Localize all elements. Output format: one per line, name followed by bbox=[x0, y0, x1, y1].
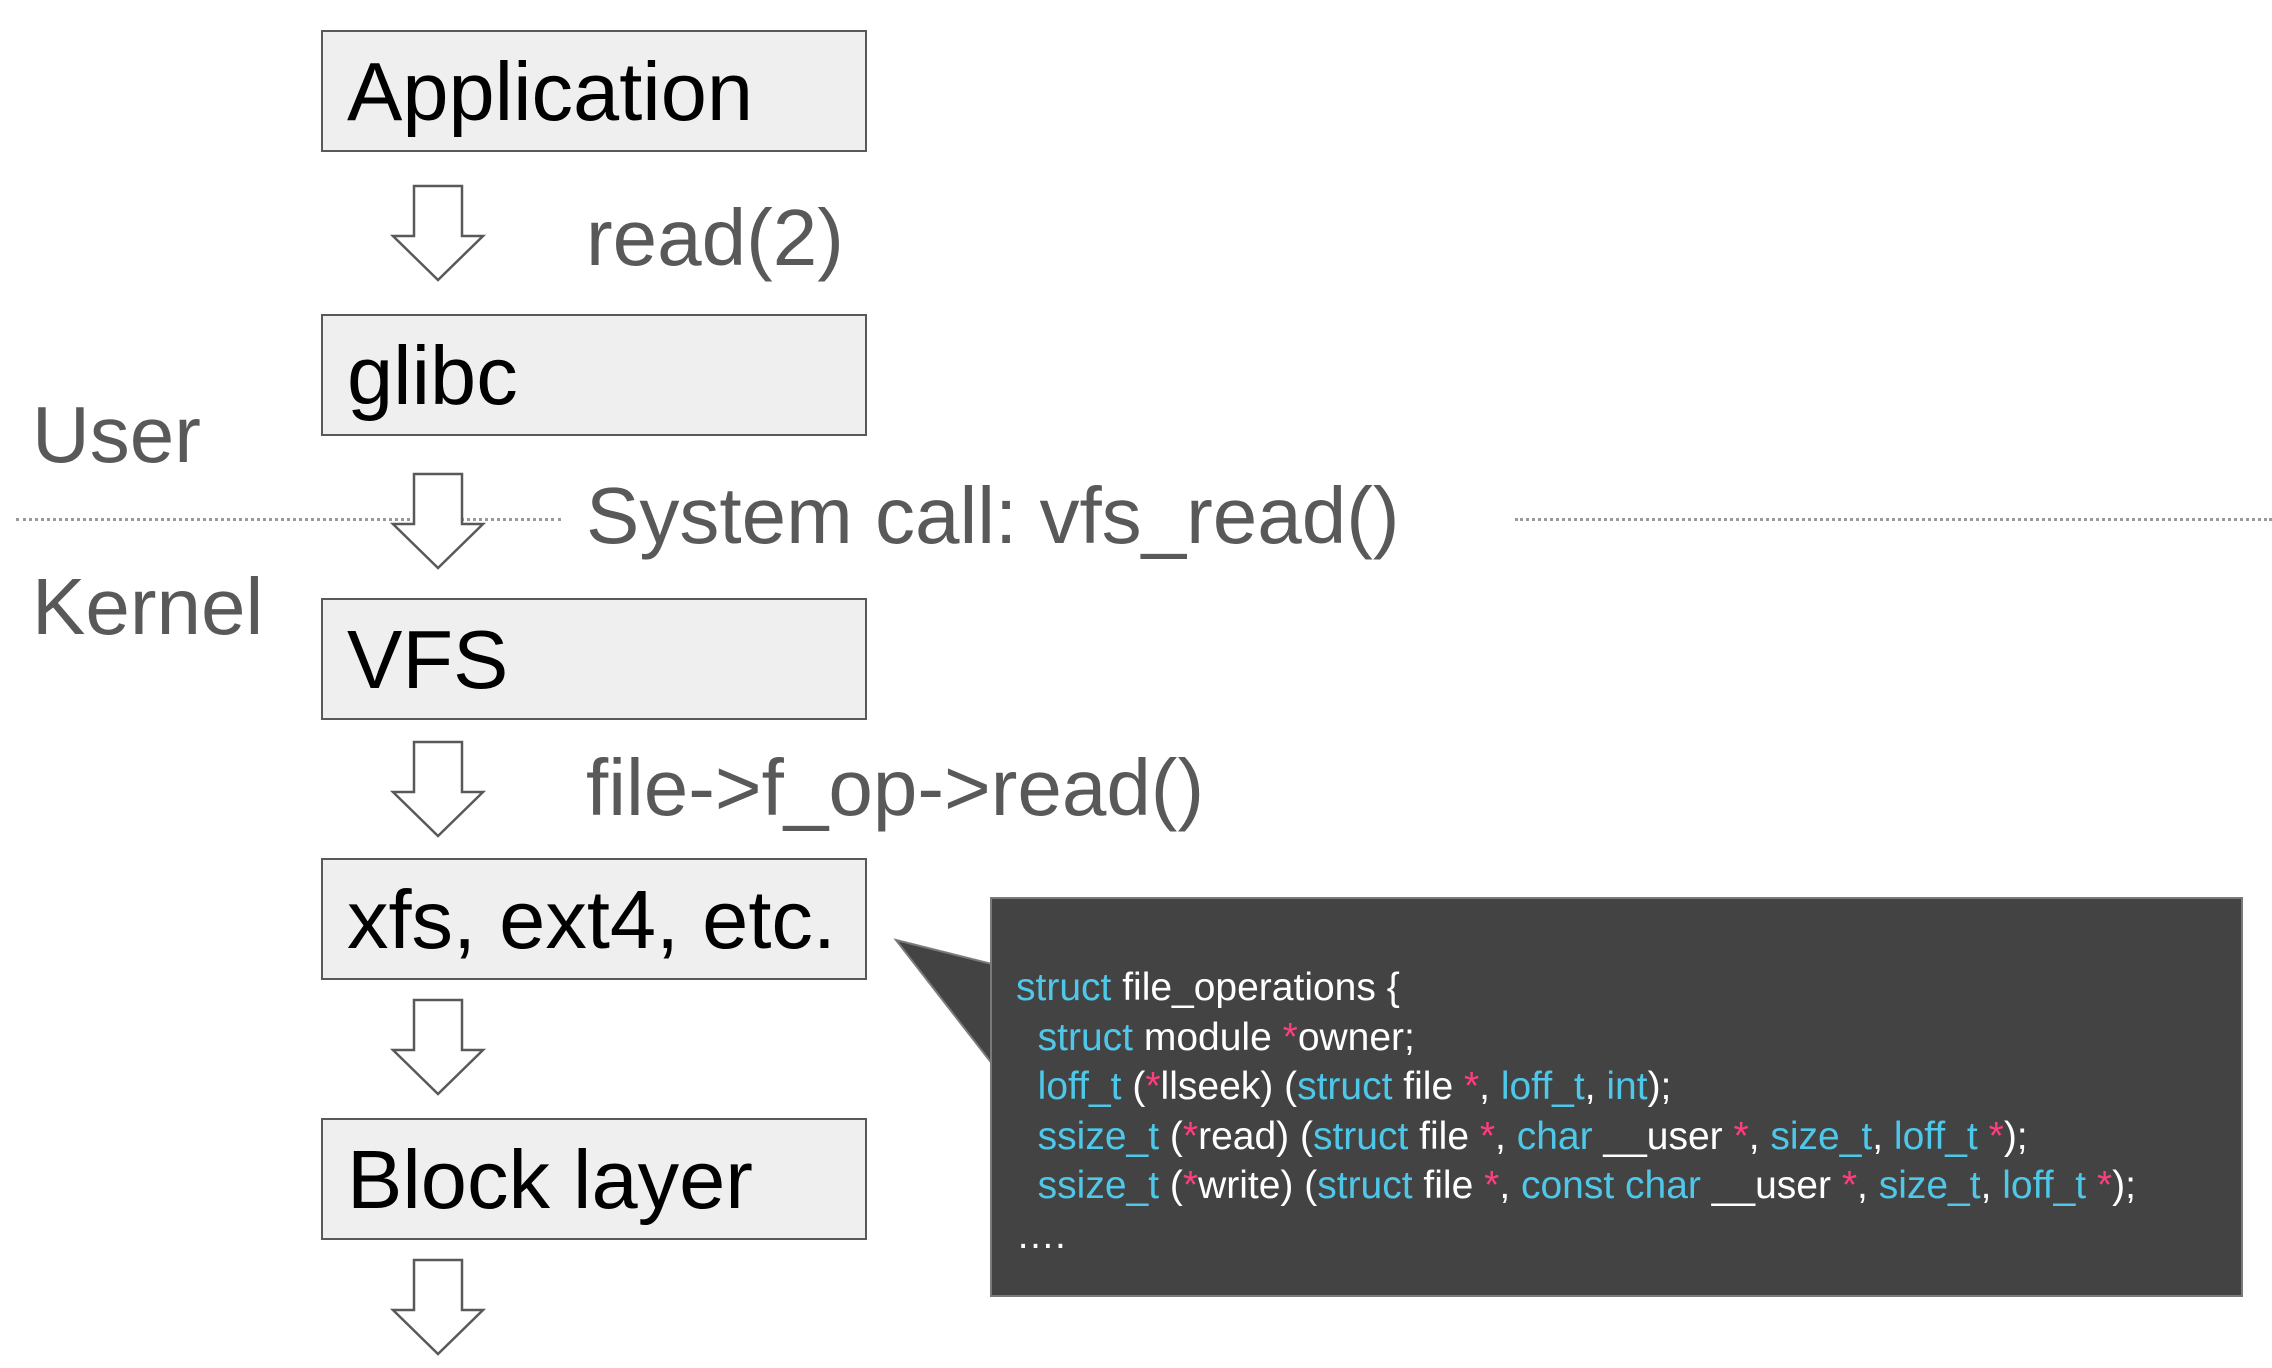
code-keyword: loff_t bbox=[1037, 1065, 1122, 1108]
code-text: __user bbox=[1592, 1114, 1734, 1158]
application-layer-box: Application bbox=[321, 30, 867, 152]
code-pointer-star: * bbox=[1841, 1164, 1858, 1207]
code-line: …. bbox=[1016, 1211, 2241, 1261]
code-text: , bbox=[1872, 1114, 1894, 1158]
glibc-layer-box: glibc bbox=[321, 314, 867, 436]
code-text: file_operations { bbox=[1111, 966, 1400, 1009]
code-keyword: loff_t bbox=[1893, 1114, 1978, 1158]
code-keyword: size_t bbox=[1878, 1164, 1981, 1207]
code-keyword: char bbox=[1516, 1114, 1593, 1158]
arrow-down-icon bbox=[388, 184, 488, 284]
code-pointer-star: * bbox=[1988, 1114, 2004, 1158]
filesystem-layer-label: xfs, ext4, etc. bbox=[347, 872, 836, 966]
code-line: loff_t (*llseek) (struct file *, loff_t,… bbox=[1016, 1062, 2241, 1112]
code-keyword: loff_t bbox=[1500, 1065, 1585, 1108]
code-pointer-star: * bbox=[1463, 1065, 1480, 1108]
code-pointer-star: * bbox=[1182, 1164, 1199, 1207]
code-keyword: ssize_t bbox=[1037, 1164, 1160, 1207]
code-text: , bbox=[1748, 1114, 1771, 1158]
filesystem-layer-box: xfs, ext4, etc. bbox=[321, 858, 867, 980]
vfs-layer-box: VFS bbox=[321, 598, 867, 720]
code-text: , bbox=[1479, 1065, 1501, 1108]
code-text: , bbox=[1980, 1164, 2003, 1207]
code-line: ssize_t (*write) (struct file *, const c… bbox=[1016, 1161, 2241, 1211]
file-operations-code-panel: struct file_operations { struct module *… bbox=[990, 897, 2243, 1297]
vfs-layer-label: VFS bbox=[347, 612, 509, 706]
code-keyword: struct bbox=[1037, 1015, 1134, 1059]
code-text: , bbox=[1495, 1114, 1517, 1158]
code-text: read) ( bbox=[1198, 1114, 1313, 1158]
arrow-down-icon bbox=[388, 1258, 488, 1358]
code-text: llseek) ( bbox=[1160, 1065, 1298, 1108]
arrow-down-icon bbox=[388, 472, 488, 572]
code-text: write) ( bbox=[1198, 1164, 1318, 1207]
code-keyword: struct bbox=[1297, 1065, 1393, 1108]
code-text bbox=[1016, 1115, 1038, 1158]
code-pointer-star: * bbox=[1484, 1164, 1500, 1207]
syscall-label: System call: vfs_read() bbox=[586, 476, 1410, 556]
code-line: struct module *owner; bbox=[1016, 1013, 2241, 1063]
code-pointer-star: * bbox=[1733, 1114, 1749, 1158]
code-keyword: ssize_t bbox=[1037, 1114, 1160, 1158]
fop-read-label: file->f_op->read() bbox=[586, 743, 1205, 832]
code-pointer-star: * bbox=[2096, 1164, 2113, 1207]
application-layer-label: Application bbox=[347, 44, 754, 138]
code-text bbox=[1978, 1115, 1989, 1158]
arrow-down-icon bbox=[388, 740, 488, 840]
code-text: ( bbox=[1121, 1065, 1146, 1108]
code-line: struct file_operations { bbox=[1016, 963, 2241, 1013]
code-text: , bbox=[1584, 1065, 1607, 1108]
code-text: ); bbox=[1647, 1065, 1672, 1108]
code-text: ( bbox=[1159, 1114, 1183, 1158]
code-pointer-star: * bbox=[1182, 1114, 1199, 1158]
user-kernel-divider-right bbox=[1515, 518, 2272, 521]
code-text: ); bbox=[2003, 1114, 2028, 1158]
code-text: ( bbox=[1159, 1164, 1183, 1207]
code-line: ssize_t (*read) (struct file *, char __u… bbox=[1016, 1112, 2241, 1162]
code-text: , bbox=[1499, 1164, 1521, 1207]
code-text: …. bbox=[1016, 1213, 1066, 1257]
code-text: __user bbox=[1700, 1164, 1842, 1207]
read-call-label: read(2) bbox=[586, 193, 844, 282]
glibc-layer-label: glibc bbox=[347, 328, 518, 422]
code-text: ); bbox=[2112, 1164, 2136, 1207]
code-text: owner; bbox=[1297, 1015, 1415, 1059]
code-pointer-star: * bbox=[1479, 1114, 1496, 1158]
code-text bbox=[1016, 1164, 1038, 1207]
code-keyword: loff_t bbox=[2002, 1164, 2087, 1207]
code-keyword: const char bbox=[1520, 1164, 1701, 1207]
code-text: module bbox=[1133, 1015, 1283, 1059]
block-layer-box: Block layer bbox=[321, 1118, 867, 1240]
user-kernel-divider-left bbox=[16, 518, 561, 521]
code-text: file bbox=[1408, 1114, 1480, 1158]
code-text bbox=[1016, 1065, 1038, 1108]
code-text bbox=[1016, 1016, 1038, 1059]
user-region-label: User bbox=[32, 390, 201, 479]
code-keyword: int bbox=[1606, 1065, 1648, 1108]
code-pointer-star: * bbox=[1145, 1065, 1161, 1108]
code-keyword: struct bbox=[1016, 966, 1112, 1009]
block-layer-label: Block layer bbox=[347, 1132, 753, 1226]
arrow-down-icon bbox=[388, 998, 488, 1098]
code-text: file bbox=[1412, 1164, 1485, 1207]
code-text: , bbox=[1857, 1164, 1879, 1207]
code-keyword: size_t bbox=[1770, 1114, 1873, 1158]
code-text bbox=[2086, 1164, 2097, 1207]
code-text: file bbox=[1392, 1065, 1464, 1108]
kernel-region-label: Kernel bbox=[32, 562, 264, 651]
code-pointer-star: * bbox=[1282, 1015, 1298, 1059]
code-keyword: struct bbox=[1312, 1114, 1409, 1158]
code-keyword: struct bbox=[1317, 1164, 1413, 1207]
